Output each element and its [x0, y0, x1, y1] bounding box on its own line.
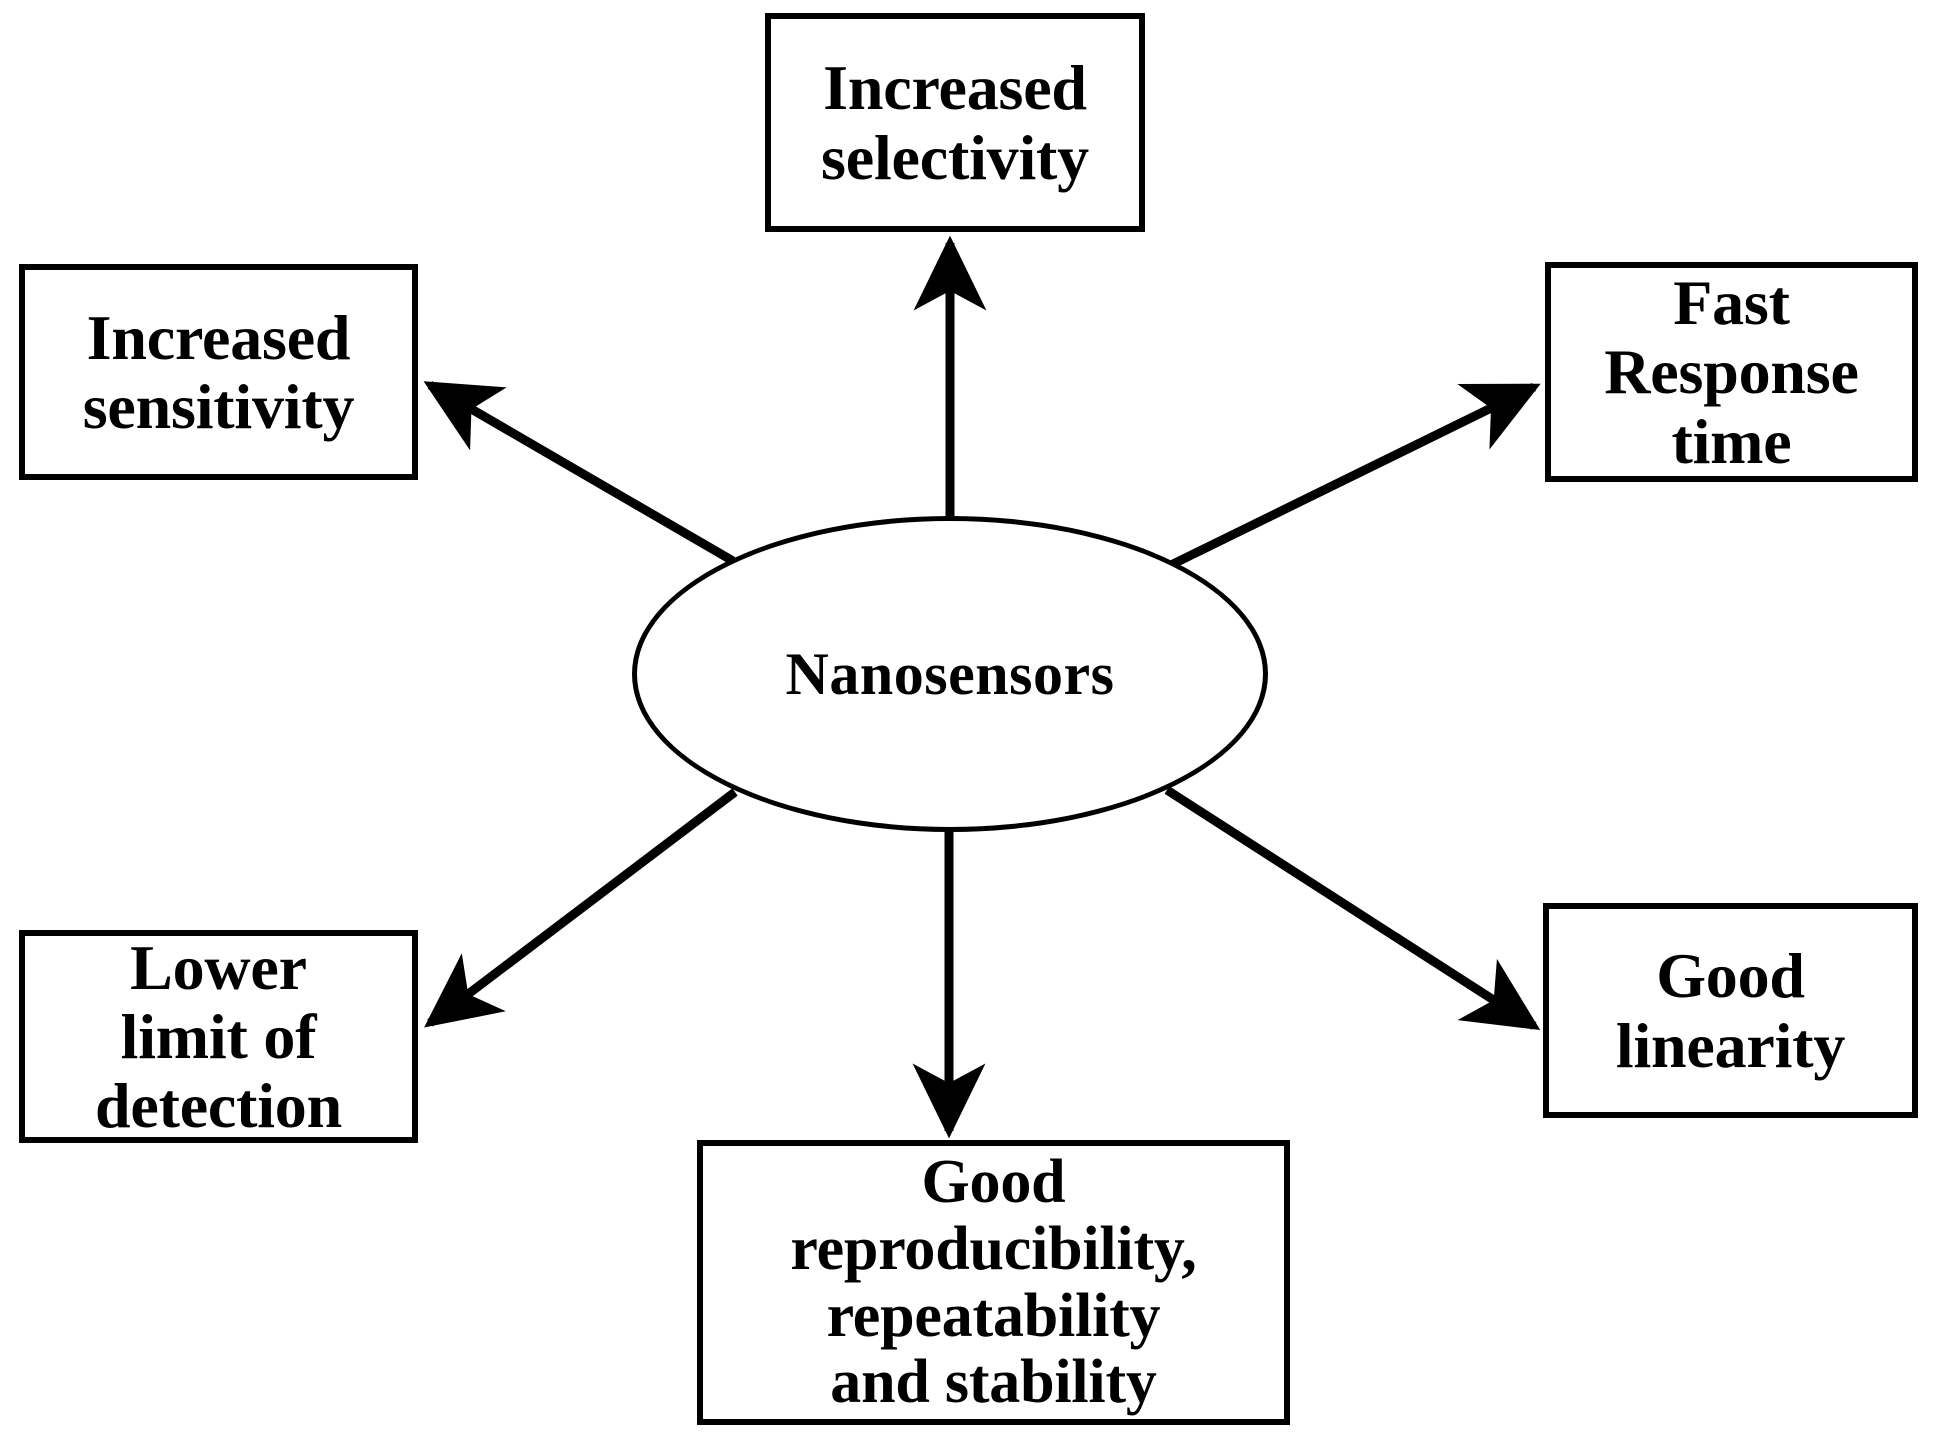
node-increased-selectivity-label: Increased selectivity — [821, 52, 1089, 193]
edge-nanosensors-to-good-linearity — [1164, 786, 1541, 1031]
edge-nanosensors-to-fast-response-time — [1169, 382, 1541, 570]
node-good-reproducibility-label: Good reproducibility, repeatability and … — [790, 1147, 1197, 1417]
node-nanosensors-label: Nanosensors — [785, 640, 1115, 707]
node-increased-selectivity[interactable]: Increased selectivity — [765, 13, 1145, 232]
edge-nanosensors-to-lower-limit — [424, 788, 738, 1028]
node-lower-limit-of-detection-label: Lower limit of detection — [94, 931, 342, 1142]
node-increased-sensitivity[interactable]: Increased sensitivity — [19, 264, 418, 480]
node-good-linearity[interactable]: Good linearity — [1543, 903, 1918, 1118]
node-nanosensors-center[interactable]: Nanosensors — [632, 516, 1268, 832]
node-increased-sensitivity-label: Increased sensitivity — [82, 301, 355, 442]
node-lower-limit-of-detection[interactable]: Lower limit of detection — [19, 930, 418, 1143]
node-fast-response-time[interactable]: Fast Response time — [1545, 262, 1918, 482]
node-fast-response-time-label: Fast Response time — [1604, 267, 1859, 477]
node-good-linearity-label: Good linearity — [1615, 940, 1846, 1081]
edge-nanosensors-to-increased-sensitivity — [423, 381, 736, 565]
node-good-reproducibility[interactable]: Good reproducibility, repeatability and … — [697, 1140, 1290, 1425]
